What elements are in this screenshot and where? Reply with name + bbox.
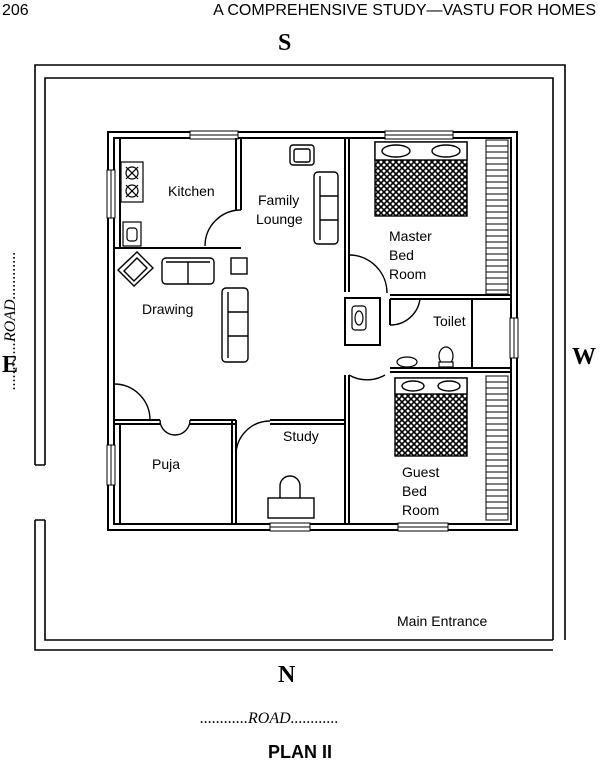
interior-walls — [114, 138, 511, 524]
guest-bed-room-label-2: Bed — [402, 483, 427, 499]
puja-label: Puja — [152, 456, 180, 472]
drawing-table-icon — [230, 257, 248, 275]
running-title: A COMPREHENSIVE STUDY—VASTU FOR HOMES — [213, 2, 596, 19]
door-swings — [113, 209, 421, 456]
guest-bed-room-label-1: Guest — [402, 464, 439, 480]
plan-caption: PLAN II — [267, 742, 332, 762]
study-label: Study — [283, 428, 319, 444]
kitchen-sink-icon — [122, 221, 142, 247]
windows — [106, 130, 519, 532]
compass-west: W — [572, 344, 596, 370]
master-bed-room-label-1: Master — [389, 228, 432, 244]
guest-bed-room-label-3: Room — [402, 502, 439, 518]
kitchen-label: Kitchen — [168, 183, 215, 199]
kitchen-stove-icon — [120, 161, 144, 203]
compass-north: N — [278, 662, 296, 688]
drawing-armchair-icon — [116, 251, 155, 287]
guest-wardrobe — [485, 375, 509, 521]
study-desk-icon — [267, 475, 315, 519]
family-lounge-label-2: Lounge — [256, 211, 303, 227]
master-bed-room-label-3: Room — [389, 266, 426, 282]
washbasin-icon — [396, 356, 418, 368]
compass-east: E — [2, 352, 19, 378]
drawing-label: Drawing — [142, 301, 193, 317]
basin-icon — [351, 305, 367, 331]
family-lounge-label-1: Family — [258, 192, 299, 208]
lounge-chair-icon — [289, 144, 315, 166]
toilet-label: Toilet — [433, 313, 466, 329]
guest-bed-icon — [394, 377, 468, 457]
compound-wall — [34, 64, 566, 651]
drawing-sofa-icon — [221, 287, 249, 363]
lounge-sofa-icon — [313, 171, 339, 245]
master-bed-icon — [374, 141, 468, 217]
master-bed-room-label-2: Bed — [389, 247, 414, 263]
drawing-loveseat-icon — [161, 257, 215, 285]
master-wardrobe — [485, 139, 509, 295]
compass-south: S — [278, 30, 292, 56]
main-entrance-label: Main Entrance — [397, 613, 487, 629]
road-label-north: ............ROAD............ — [200, 710, 339, 727]
wc-icon — [438, 346, 454, 368]
page-number: 206 — [2, 2, 29, 19]
